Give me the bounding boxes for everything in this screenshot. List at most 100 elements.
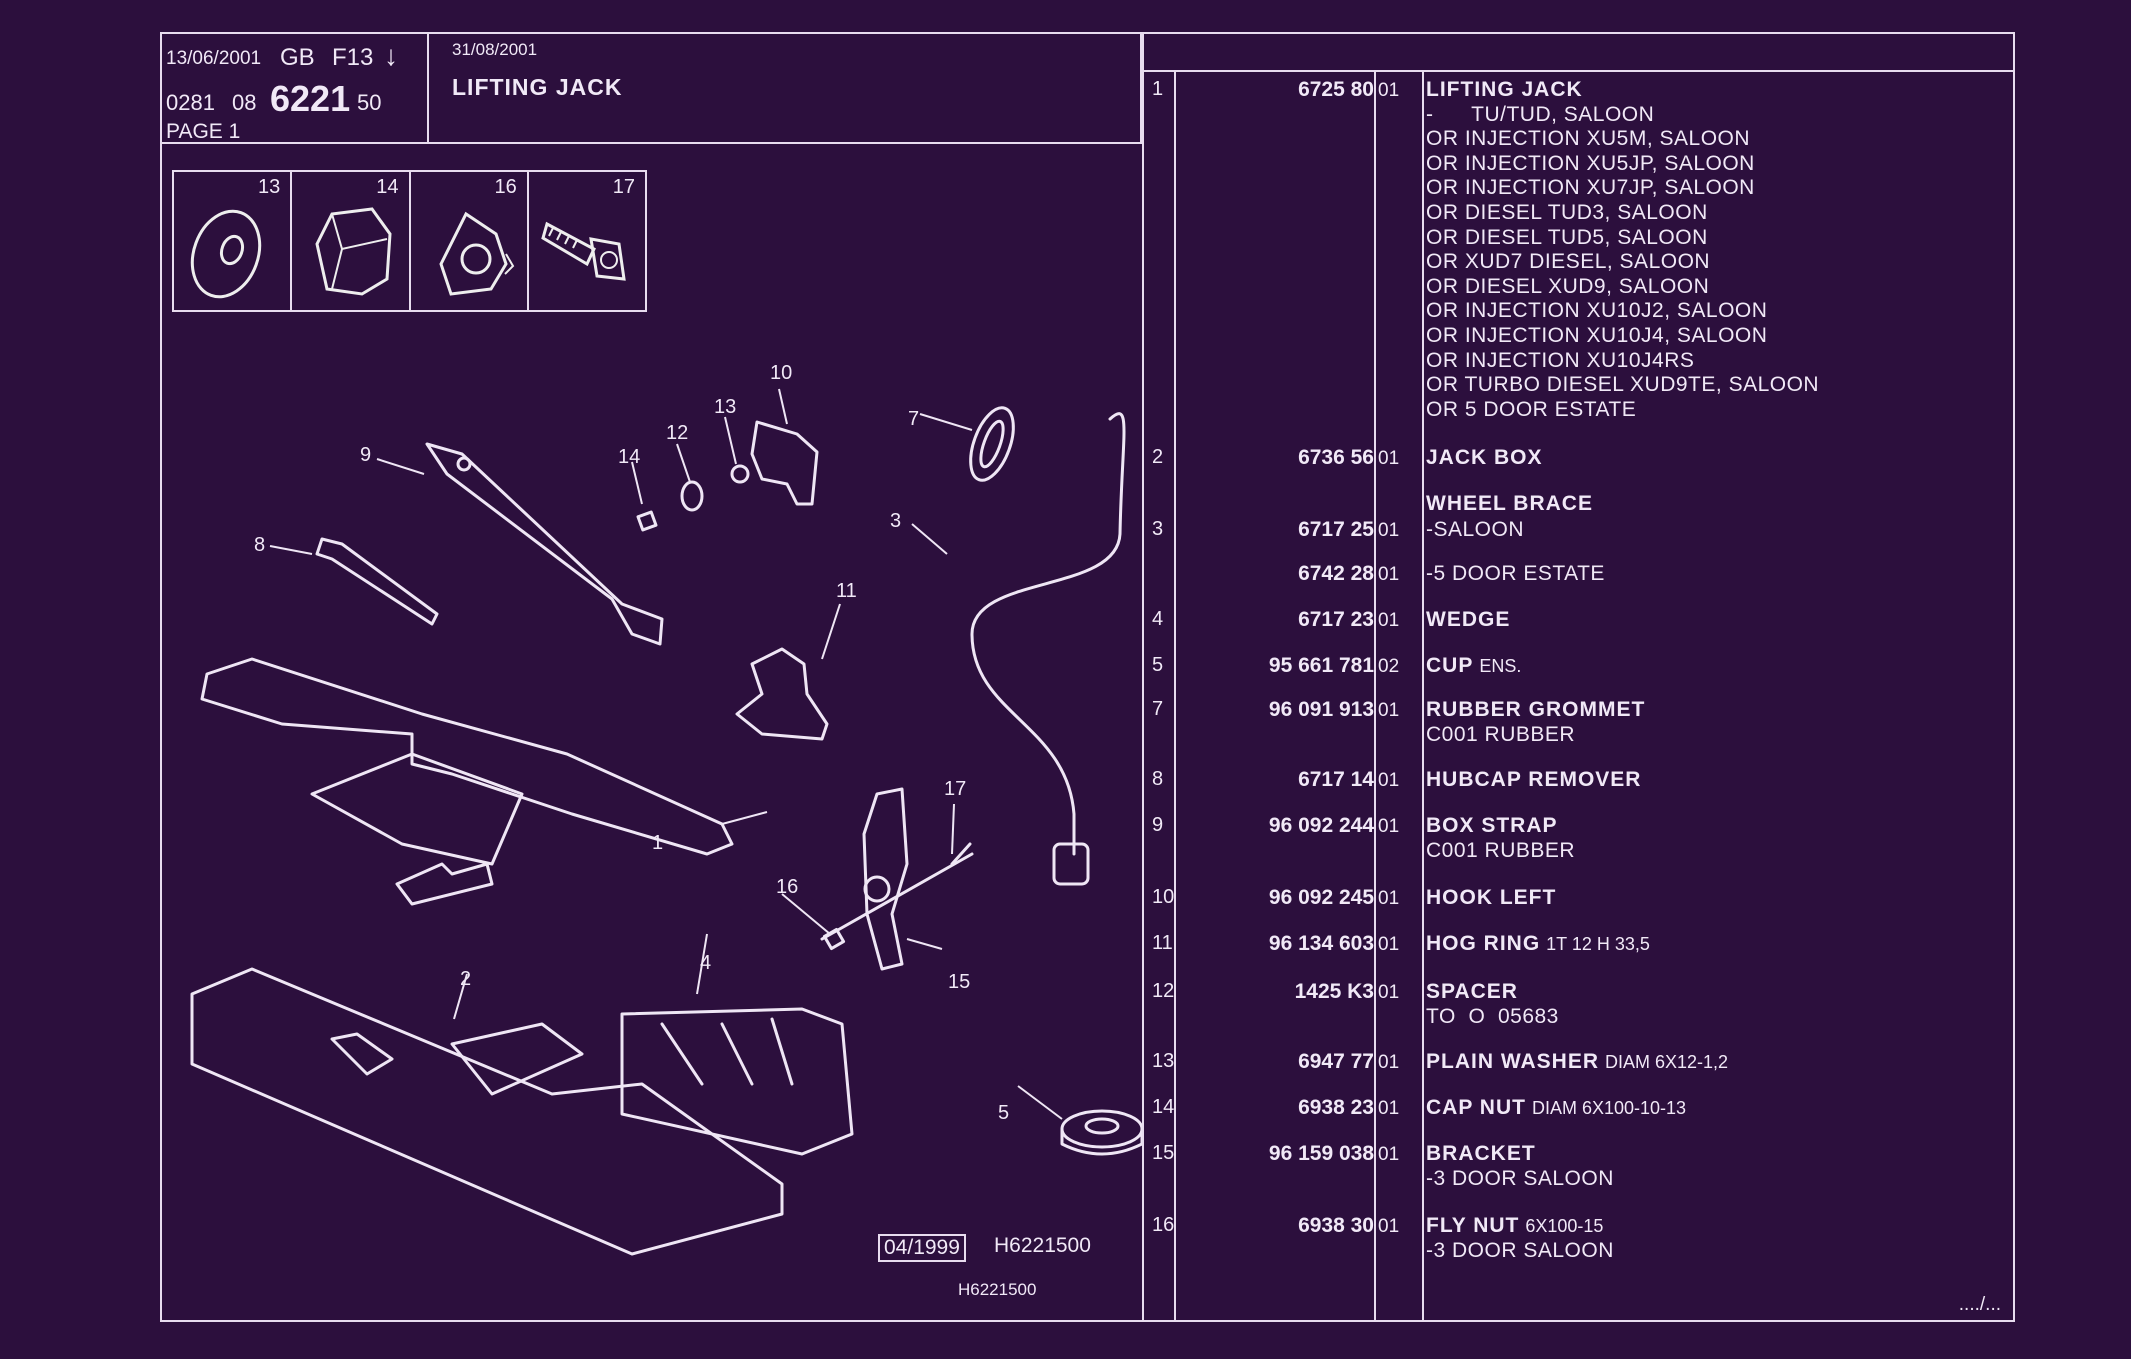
- part-variant: -5 DOOR ESTATE: [1426, 562, 1605, 585]
- ref-code-3: 50: [357, 90, 382, 115]
- part-description: WEDGE: [1426, 608, 1510, 633]
- bracket-drawing: [862, 787, 909, 971]
- part-description: HOOK LEFT: [1426, 886, 1556, 911]
- header-divider: [427, 34, 429, 144]
- part-name: LIFTING JACK: [1426, 78, 1583, 101]
- thumbnail-bolt: 17: [529, 172, 645, 310]
- part-quantity: 01: [1378, 448, 1400, 469]
- part-reference: 6938 30: [1298, 1214, 1374, 1237]
- page-title: LIFTING JACK: [452, 74, 623, 100]
- parts-sheet: 13/06/2001 GB F13 ↓ 0281 08 6221 50 PAGE…: [160, 32, 2015, 1322]
- part-variant: C001 RUBBER: [1426, 722, 1576, 746]
- box-strap-drawing: [425, 442, 664, 646]
- part-quantity: 01: [1378, 610, 1400, 631]
- hog-ring-drawing: [735, 647, 829, 741]
- part-quantity: 01: [1378, 1098, 1400, 1119]
- part-variant: OR TURBO DIESEL XUD9TE, SALOON: [1426, 373, 1820, 397]
- part-name: CAP NUT: [1426, 1096, 1526, 1119]
- part-index: 1: [1152, 78, 1164, 100]
- part-name-line: SPACER: [1426, 980, 1559, 1005]
- part-spec: DIAM 6X12-1,2: [1605, 1052, 1729, 1072]
- part-reference: 6717 25: [1298, 518, 1374, 541]
- part-name: FLY NUT: [1426, 1214, 1520, 1237]
- callout-label: 15: [948, 971, 971, 993]
- part-name-line: LIFTING JACK: [1426, 78, 1819, 103]
- part-variant: OR DIESEL TUD5, SALOON: [1426, 225, 1708, 249]
- parts-list-top-border: [1144, 70, 2013, 72]
- part-name: BOX STRAP: [1426, 814, 1558, 837]
- part-quantity: 02: [1378, 656, 1400, 677]
- part-index: 3: [1152, 518, 1164, 540]
- ref-code-1: 0281: [166, 90, 215, 115]
- part-reference: 96 159 038: [1268, 1142, 1374, 1165]
- part-variant: C001 RUBBER: [1426, 838, 1576, 862]
- part-reference: 96 134 603: [1268, 932, 1374, 955]
- part-quantity: 01: [1378, 1144, 1400, 1165]
- hubcap-remover-drawing: [315, 537, 439, 626]
- part-name-line: WHEEL BRACE: [1426, 492, 1593, 517]
- part-index: 13: [1152, 1050, 1175, 1072]
- jack-box-drawing: [190, 967, 784, 1256]
- part-variant: OR INJECTION XU10J4, SALOON: [1426, 323, 1768, 347]
- section-code: F13: [332, 44, 374, 71]
- part-variant: -3 DOOR SALOON: [1426, 1166, 1614, 1190]
- part-name-line: BRACKET: [1426, 1142, 1614, 1167]
- part-name-line: HOOK LEFT: [1426, 886, 1556, 911]
- part-variant: TO O 05683: [1426, 1004, 1559, 1028]
- part-variant: OR INJECTION XU5M, SALOON: [1426, 127, 1751, 151]
- continued-marker: ..../...: [1958, 1294, 2001, 1315]
- ref-code-main: 6221: [270, 78, 351, 119]
- part-variant: OR 5 DOOR ESTATE: [1426, 397, 1637, 421]
- header-block: 13/06/2001 GB F13 ↓ 0281 08 6221 50 PAGE…: [162, 34, 1142, 144]
- part-name: WHEEL BRACE: [1426, 492, 1593, 515]
- part-spec: ENS.: [1479, 656, 1522, 676]
- part-description: HUBCAP REMOVER: [1426, 768, 1641, 793]
- bolt-icon: [540, 221, 626, 281]
- page-number: PAGE 1: [166, 120, 241, 143]
- part-variant: OR INJECTION XU10J2, SALOON: [1426, 299, 1768, 323]
- plain-washer-drawing: [730, 464, 750, 484]
- part-index: 12: [1152, 980, 1175, 1002]
- thumbnail-number: 16: [494, 176, 517, 198]
- part-index: 15: [1152, 1142, 1175, 1164]
- part-quantity: 01: [1378, 80, 1400, 101]
- cap-nut-drawing: [636, 510, 658, 532]
- thumbnail-washer: 13: [174, 172, 293, 310]
- part-name: PLAIN WASHER: [1426, 1050, 1600, 1073]
- part-name: HOG RING: [1426, 932, 1541, 955]
- issue-date: 31/08/2001: [452, 40, 538, 59]
- cap-nut-icon: [315, 207, 392, 296]
- thumbnail-cap-nut: 14: [292, 172, 411, 310]
- part-name: CUP: [1426, 654, 1474, 677]
- part-reference: 96 091 913: [1268, 698, 1374, 721]
- part-index: 4: [1152, 608, 1164, 630]
- part-quantity: 01: [1378, 816, 1400, 837]
- part-description: JACK BOX: [1426, 446, 1543, 471]
- part-name-line: BOX STRAP: [1426, 814, 1575, 839]
- callout-label: 8: [254, 534, 266, 556]
- part-name-line: RUBBER GROMMET: [1426, 698, 1645, 723]
- part-index: 16: [1152, 1214, 1175, 1236]
- hook-left-drawing: [750, 420, 819, 506]
- lifting-jack-drawing: [200, 657, 734, 856]
- part-index: 14: [1152, 1096, 1175, 1118]
- fly-nut-icon: [438, 211, 514, 296]
- callout-label: 10: [770, 362, 793, 384]
- callout-label: 11: [836, 580, 857, 602]
- part-reference: 6725 80: [1298, 78, 1374, 101]
- part-name-line: HUBCAP REMOVER: [1426, 768, 1641, 793]
- part-variant: OR INJECTION XU7JP, SALOON: [1426, 176, 1755, 200]
- spacer-drawing: [680, 480, 704, 512]
- part-reference: 6947 77: [1298, 1050, 1374, 1073]
- callout-label: 14: [618, 446, 641, 468]
- part-quantity: 01: [1378, 520, 1400, 541]
- part-description: -5 DOOR ESTATE: [1426, 562, 1605, 587]
- part-reference: 6717 14: [1298, 768, 1374, 791]
- edition-date: 13/06/2001: [166, 48, 262, 69]
